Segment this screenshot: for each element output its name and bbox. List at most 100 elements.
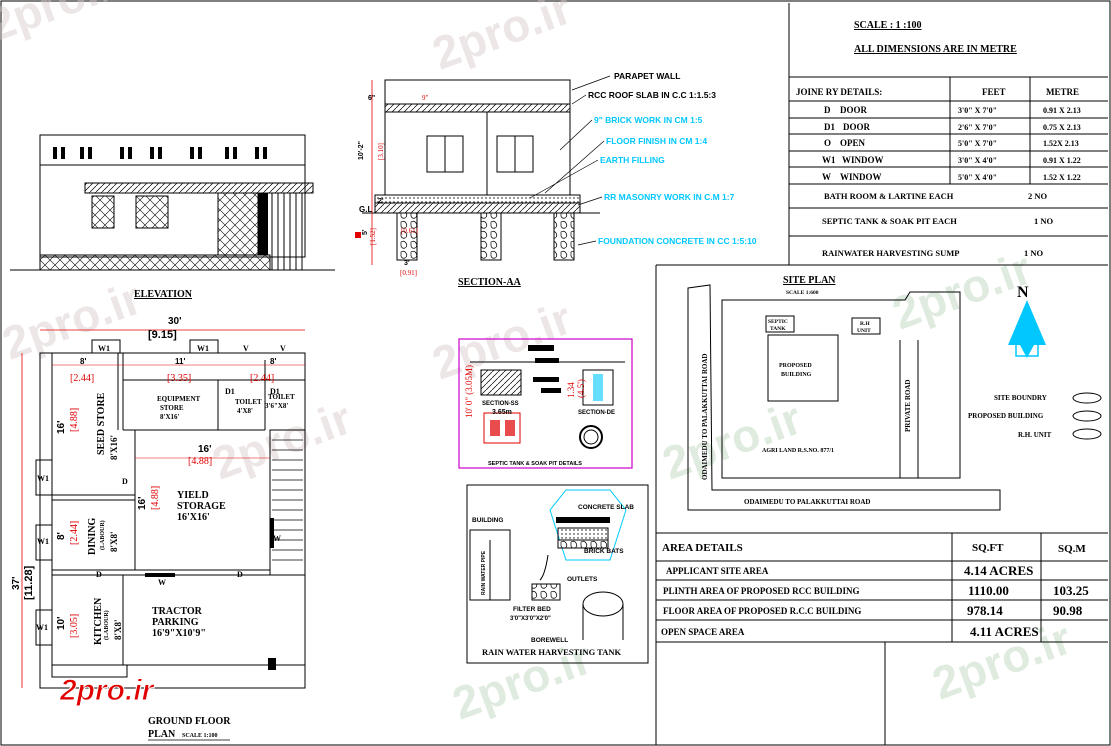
svg-text:ODAIMEDU TO PALAKKUTTAI ROAD: ODAIMEDU TO PALAKKUTTAI ROAD [701, 354, 709, 480]
rwh-tank-labels: BUILDING RAIN WATER PIPE CONCRETE SLAB S… [472, 504, 634, 657]
svg-text:8'X8': 8'X8' [113, 619, 123, 640]
svg-text:TRACTOR: TRACTOR [152, 606, 203, 617]
joinery-row: O OPEN 5'0" X 7'0" 1.52X 2.13 [824, 138, 1079, 148]
svg-text:PROPOSED BUILDING: PROPOSED BUILDING [968, 412, 1044, 420]
svg-text:2pro.ir: 2pro.ir [59, 674, 156, 707]
svg-text:(LABOUR): (LABOUR) [103, 610, 110, 640]
svg-text:[0.91]: [0.91] [400, 269, 417, 277]
svg-text:8': 8' [80, 357, 86, 366]
svg-text:D: D [122, 477, 128, 486]
svg-text:1 NO: 1 NO [1024, 248, 1044, 258]
svg-text:TOILET: TOILET [235, 398, 262, 406]
svg-text:10' 0" (3.05M): 10' 0" (3.05M) [464, 365, 474, 418]
svg-text:D1: D1 [225, 387, 235, 396]
svg-text:JOINE RY DETAILS:: JOINE RY DETAILS: [796, 87, 882, 97]
svg-text:[3.35]: [3.35] [167, 373, 191, 384]
septic-tank-detail [458, 338, 633, 469]
svg-text:3.65m: 3.65m [492, 409, 512, 416]
svg-text:103.25: 103.25 [1053, 583, 1089, 598]
svg-text:W1: W1 [197, 344, 209, 353]
plan-scale: SCALE 1:100 [182, 733, 218, 739]
svg-text:16': 16' [198, 444, 212, 455]
septic-tank-labels: 10' 0" (3.05M) SECTION-SS 3.65m SECTION-… [464, 365, 615, 467]
svg-text:SECTION-SS: SECTION-SS [482, 401, 519, 407]
svg-text:FOUNDATION CONCRETE IN CC 1:5:: FOUNDATION CONCRETE IN CC 1:5:10 [598, 236, 757, 246]
svg-text:2pro.ir: 2pro.ir [0, 0, 133, 51]
svg-text:W1: W1 [98, 344, 110, 353]
svg-text:[4.88]: [4.88] [188, 456, 212, 467]
svg-text:[11.28]: [11.28] [23, 565, 35, 600]
svg-text:UNIT: UNIT [857, 328, 871, 334]
svg-text:2pro.ir: 2pro.ir [656, 392, 808, 490]
svg-text:PARAPET WALL: PARAPET WALL [614, 71, 680, 81]
svg-text:SEPTIC TANK & SOAK PIT E: SEPTIC TANK & SOAK PIT EACH [822, 216, 957, 226]
svg-text:1.52X 2.13: 1.52X 2.13 [1043, 139, 1079, 148]
rwh-tank-detail [466, 484, 649, 664]
svg-text:4.11 ACRES: 4.11 ACRES [970, 624, 1039, 639]
svg-text:PROPOSED: PROPOSED [779, 363, 812, 369]
svg-text:5'0" X 4'0": 5'0" X 4'0" [958, 173, 997, 182]
site-plan-drawing [687, 284, 1102, 511]
svg-text:[2.44]: [2.44] [69, 521, 80, 545]
svg-text:SITE BOUNDRY: SITE BOUNDRY [994, 394, 1047, 402]
svg-text:STORE: STORE [160, 404, 184, 412]
svg-text:RR MASONRY WORK IN C.M 1:7: RR MASONRY WORK IN C.M 1:7 [604, 192, 735, 202]
svg-text:DINING: DINING [87, 518, 98, 555]
svg-text:16'X16': 16'X16' [177, 512, 210, 523]
svg-text:PLINTH AREA OF PROPOSED RCC BU: PLINTH AREA OF PROPOSED RCC BUILDING [663, 586, 859, 596]
svg-text:OUTLETS: OUTLETS [567, 576, 598, 583]
dimensions-note: ALL DIMENSIONS ARE IN METRE [854, 44, 1017, 55]
svg-text:W1: W1 [822, 155, 836, 165]
svg-text:(4.5'): (4.5') [576, 379, 586, 398]
svg-text:D: D [824, 105, 831, 115]
svg-text:D: D [237, 570, 243, 579]
svg-text:30': 30' [168, 316, 182, 327]
quantities-list: BATH ROOM & LARTINE EACH 2 NO SEPTIC TAN… [822, 191, 1054, 258]
svg-text:11': 11' [175, 357, 185, 366]
svg-text:[0.61]: [0.61] [401, 227, 418, 235]
svg-text:3'0"X3'0"X2'0": 3'0"X3'0"X2'0" [510, 616, 551, 622]
svg-text:5'0" X 7'0": 5'0" X 7'0" [958, 139, 997, 148]
svg-text:BUILDING: BUILDING [781, 372, 812, 378]
floor-plan-dimensions: 30' [9.15] 37' [11.28] 8' [2.44] 11' [3.… [11, 316, 305, 688]
svg-text:R.H: R.H [860, 321, 870, 327]
section-labels: PARAPET WALL RCC ROOF SLAB IN C.C 1:1.5:… [358, 71, 757, 277]
svg-text:W: W [158, 578, 166, 587]
floor-plan-room-labels: SEED STORE 8'X16' EQUIPMENT STORE 8'X16'… [36, 344, 295, 645]
svg-text:[3.10]: [3.10] [377, 143, 385, 160]
svg-text:1 NO: 1 NO [1034, 216, 1054, 226]
svg-text:3'0" X 7'0": 3'0" X 7'0" [958, 106, 997, 115]
scale-note: SCALE : 1 :100 [854, 20, 922, 31]
svg-text:OPEN SPACE AREA: OPEN SPACE AREA [661, 627, 745, 637]
svg-text:1110.00: 1110.00 [968, 583, 1009, 598]
svg-text:8'X8': 8'X8' [109, 531, 119, 552]
svg-text:PRIVATE ROAD: PRIVATE ROAD [904, 380, 912, 432]
svg-text:STORAGE: STORAGE [177, 501, 226, 512]
svg-text:R.H. UNIT: R.H. UNIT [1018, 431, 1052, 439]
svg-text:8': 8' [270, 357, 276, 366]
svg-text:0.75 X 2.13: 0.75 X 2.13 [1043, 123, 1081, 132]
svg-text:WINDOW: WINDOW [840, 172, 882, 182]
svg-text:SECTION-DE: SECTION-DE [578, 410, 615, 416]
svg-text:DOOR: DOOR [843, 122, 871, 132]
svg-text:[4.88]: [4.88] [69, 408, 80, 432]
svg-text:W1: W1 [37, 537, 49, 546]
svg-text:BATH ROOM & LARTINE EACH: BATH ROOM & LARTINE EACH [824, 191, 954, 201]
svg-text:KITCHEN: KITCHEN [93, 597, 104, 645]
svg-text:SEPTIC TANK & SOAK PIT DETAILS: SEPTIC TANK & SOAK PIT DETAILS [488, 461, 582, 467]
svg-text:ODAIMEDU TO PALAKKUTTAI ROAD: ODAIMEDU TO PALAKKUTTAI ROAD [744, 498, 870, 506]
svg-text:3'6"X8': 3'6"X8' [265, 402, 288, 410]
svg-text:1.52 X 1.22: 1.52 X 1.22 [1043, 173, 1081, 182]
svg-text:RAIN WATER HARVESTING TANK: RAIN WATER HARVESTING TANK [482, 647, 622, 657]
elevation-title: ELEVATION [134, 289, 193, 300]
svg-text:16': 16' [56, 420, 67, 434]
svg-text:SEED STORE: SEED STORE [96, 392, 107, 455]
svg-text:WINDOW: WINDOW [842, 155, 884, 165]
svg-text:[4.88]: [4.88] [150, 486, 161, 510]
svg-text:RAINWATER HARVESTING SUMP: RAINWATER HARVESTING SUMP [822, 248, 959, 258]
svg-text:AGRI LAND R.S.NO. 877/1: AGRI LAND R.S.NO. 877/1 [762, 448, 834, 454]
svg-text:4'X8': 4'X8' [237, 407, 253, 415]
svg-text:3'0" X 4'0": 3'0" X 4'0" [958, 156, 997, 165]
svg-text:8': 8' [56, 532, 67, 540]
svg-text:[3.05]: [3.05] [69, 614, 80, 638]
